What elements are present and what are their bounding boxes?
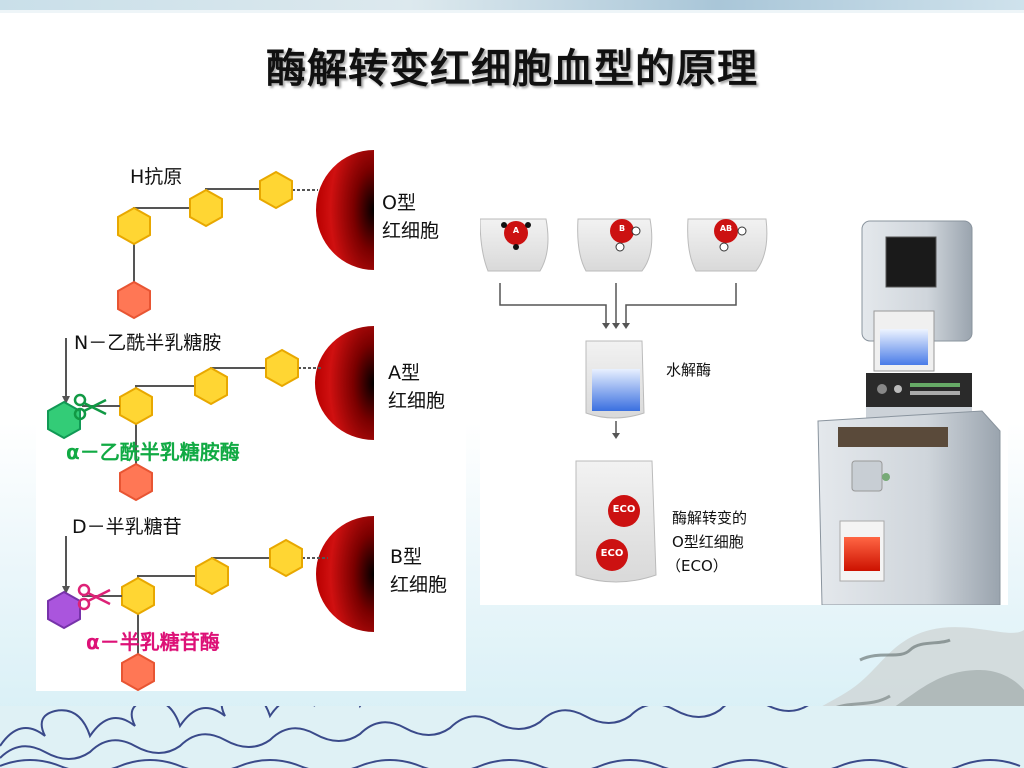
sugar-hexagon — [265, 348, 299, 388]
eco-caption-line1: 酶解转变的 — [672, 509, 748, 527]
eco-badge-2-label: ECO — [600, 548, 624, 559]
eco-badge-1 — [608, 495, 640, 527]
machine-bag-blue — [880, 329, 928, 365]
eco-badge-2 — [596, 539, 628, 571]
a-cell-type-label: A型 — [388, 362, 420, 384]
wave-border-decoration — [0, 706, 1024, 768]
galnac-hexagon — [47, 400, 81, 440]
sugar-hexagon — [121, 576, 155, 616]
b-cell-shape — [316, 516, 374, 632]
h-antigen-label: H抗原 — [130, 166, 183, 188]
hydrolase-liquid — [592, 369, 640, 411]
o-cell-name-label: 红细胞 — [382, 220, 440, 242]
eco-caption-line2: O型红细胞 — [672, 533, 744, 551]
galnac-label: N－乙酰半乳糖胺 — [74, 332, 222, 354]
b-cell-type-label: B型 — [390, 546, 423, 568]
bag-ab-label: AB — [719, 224, 733, 233]
a-cell-name-label: 红细胞 — [388, 390, 446, 412]
sugar-hexagon — [195, 556, 229, 596]
machine-bag-red — [844, 537, 880, 571]
antigen-ab-badge — [714, 219, 738, 243]
antigen-diagram: H抗原 O型 红细胞 N－乙酰半乳糖胺 A型 红细胞 α－乙酰半乳糖胺酶 D－半… — [36, 150, 466, 691]
scissors-icon — [73, 393, 107, 421]
a-enzyme-label: α－乙酰半乳糖胺酶 — [66, 440, 240, 464]
slide-title: 酶解转变红细胞血型的原理 — [266, 46, 758, 92]
processing-machine-graphic — [817, 220, 1001, 605]
fucose-hexagon — [121, 652, 155, 691]
sugar-hexagon — [194, 366, 228, 406]
machine-tray — [838, 427, 948, 447]
b-enzyme-label: α－半乳糖苷酶 — [86, 630, 220, 654]
processing-machine-image — [782, 191, 1008, 605]
o-cell-type-label: O型 — [382, 192, 416, 214]
sugar-hexagon — [119, 386, 153, 426]
conversion-process-diagram: A B AB 水解酶 ECO ECO 酶解转变的 O型红细胞 （ECO） — [480, 191, 782, 605]
sugar-hexagon — [259, 170, 293, 210]
sugar-hexagon — [189, 188, 223, 228]
gal-hexagon — [47, 590, 81, 630]
machine-screen — [885, 236, 937, 288]
bag-b-label: B — [618, 224, 626, 233]
antigen-b-badge — [610, 219, 634, 243]
scissors-icon — [77, 583, 111, 611]
fucose-hexagon — [117, 280, 151, 320]
top-accent-bar — [0, 0, 1024, 10]
top-accent-line — [0, 10, 1024, 13]
antigen-diagram-graphic — [47, 150, 374, 691]
fucose-hexagon — [119, 462, 153, 502]
antigen-a-badge — [504, 221, 528, 245]
eco-caption-line3: （ECO） — [666, 557, 728, 575]
a-cell-shape — [314, 326, 374, 440]
d-gal-label: D－半乳糖苷 — [72, 516, 182, 538]
sugar-hexagon — [117, 206, 151, 246]
bag-a-label: A — [512, 226, 520, 235]
o-cell-shape — [316, 150, 374, 270]
conversion-process-graphic — [480, 218, 768, 583]
sugar-hexagon — [269, 538, 303, 578]
hydrolase-label: 水解酶 — [666, 361, 712, 379]
b-cell-name-label: 红细胞 — [390, 574, 448, 596]
eco-badge-1-label: ECO — [612, 504, 636, 515]
